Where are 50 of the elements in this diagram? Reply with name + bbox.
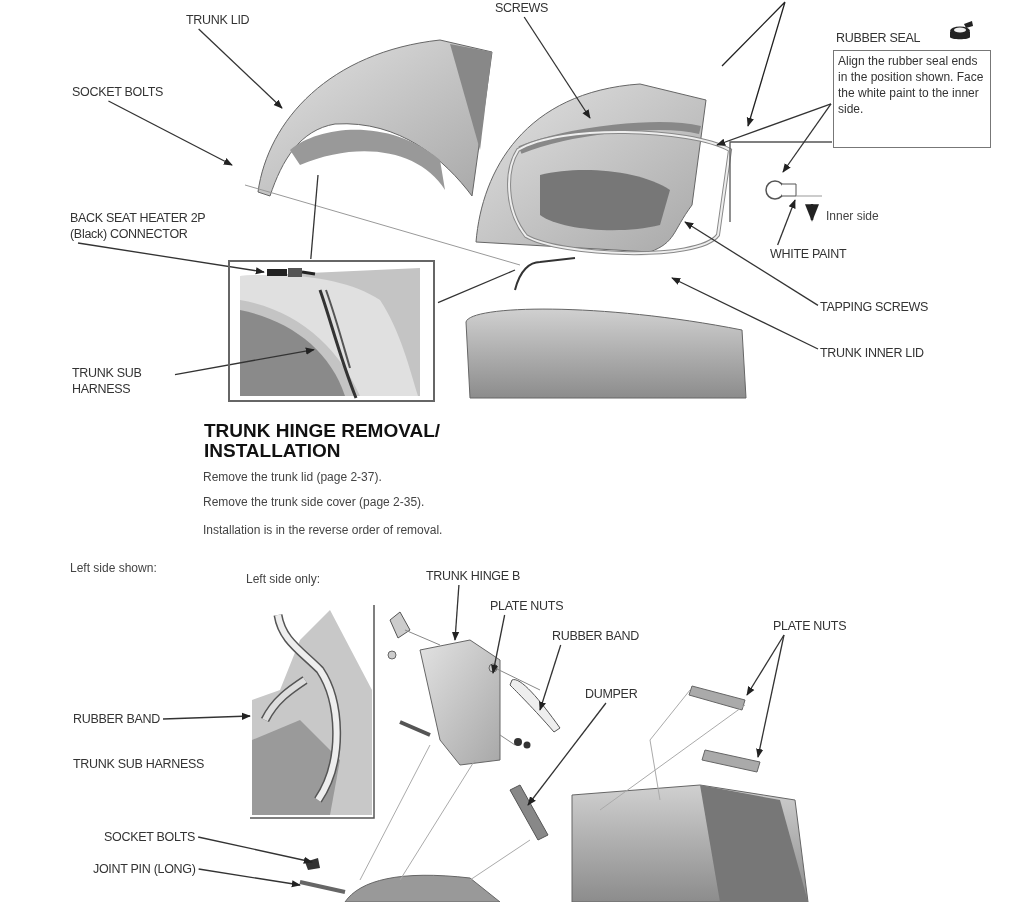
view-note: Left side shown: <box>70 561 157 575</box>
leader-line <box>671 277 819 350</box>
part-label: TAPPING SCREWS <box>820 299 929 315</box>
part-label: TRUNK SUB HARNESS <box>72 365 172 397</box>
view-note: Left side only: <box>246 572 321 586</box>
leader-line <box>77 242 265 275</box>
leader-line <box>491 614 506 674</box>
leader-line <box>684 221 819 307</box>
part-label: SCREWS <box>495 0 549 16</box>
part-label: RUBBER BAND <box>73 711 160 727</box>
part-label: TRUNK LID <box>186 12 250 28</box>
procedure-step: Remove the trunk side cover (page 2-35). <box>203 495 425 509</box>
leader-line <box>756 634 785 758</box>
leader-line <box>777 199 796 246</box>
inset-frame <box>228 260 435 402</box>
part-label: PLATE NUTS <box>490 598 564 614</box>
leader-line <box>527 702 607 806</box>
leader-line <box>716 103 832 146</box>
part-label: TRUNK INNER LID <box>820 345 930 361</box>
part-label: DUMPER <box>585 686 638 702</box>
part-label: RUBBER SEAL <box>836 30 921 46</box>
leader-line <box>174 347 315 376</box>
leader-line <box>197 836 313 864</box>
part-label: RUBBER BAND <box>552 628 639 644</box>
leader-line <box>162 712 251 720</box>
leader-line <box>523 16 591 119</box>
part-label: TRUNK HINGE B <box>426 568 521 584</box>
section-heading: TRUNK HINGE REMOVAL/ INSTALLATION <box>204 421 442 461</box>
part-label: TRUNK SUB HARNESS <box>73 756 205 772</box>
direction-note: Inner side <box>826 209 879 223</box>
leader-line <box>451 584 460 641</box>
part-label: PLATE NUTS <box>773 618 847 634</box>
procedure-step: Installation is in the reverse order of removal. <box>203 523 443 537</box>
procedure-step: Remove the trunk lid (page 2-37). <box>203 470 382 484</box>
leader-line <box>782 103 832 173</box>
part-label: SOCKET BOLTS <box>72 84 164 100</box>
leader-line <box>198 868 301 888</box>
part-label: WHITE PAINT <box>770 246 847 262</box>
instruction-note-box: Align the rubber seal ends in the position shown. Face the white paint to the inner side. <box>833 50 991 148</box>
connector-drawing <box>266 266 316 278</box>
part-label: SOCKET BOLTS <box>104 829 196 845</box>
leader-line <box>437 269 516 304</box>
leader-line <box>746 634 785 696</box>
leader-line <box>539 644 562 711</box>
part-label: JOINT PIN (LONG) <box>93 861 196 877</box>
leader-line <box>107 100 233 166</box>
leader-line <box>310 174 319 260</box>
part-label: BACK SEAT HEATER 2P (Black) CONNECTOR <box>70 210 230 242</box>
leader-line <box>198 28 283 109</box>
wire-harness-drawing <box>316 288 360 400</box>
